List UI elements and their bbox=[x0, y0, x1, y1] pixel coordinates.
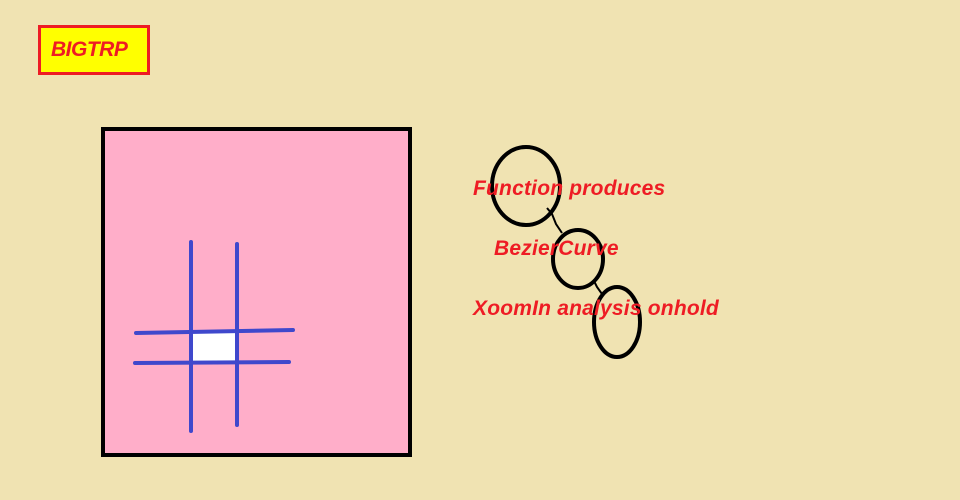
ellipse-node-2 bbox=[551, 228, 605, 290]
drawing-canvas bbox=[101, 127, 412, 457]
connector-2-3 bbox=[593, 280, 603, 295]
note-function-produces: Function produces bbox=[473, 177, 666, 200]
ellipse-node-3 bbox=[592, 285, 642, 359]
ellipse-node-1 bbox=[490, 145, 562, 227]
note-bezier-curve: BezierCurve bbox=[494, 237, 619, 260]
ellipse-connectors bbox=[546, 207, 603, 295]
ellipse-chain bbox=[490, 145, 642, 359]
hash-grid bbox=[133, 240, 295, 433]
grid-line-horizontal-bottom bbox=[133, 360, 291, 365]
grid-center-cell bbox=[193, 333, 237, 361]
connector-1-2 bbox=[546, 207, 563, 234]
grid-line-horizontal-top bbox=[134, 328, 295, 335]
note-zoom-analysis: XoomIn analysis onhold bbox=[473, 297, 719, 320]
logo-text: BIGTRP bbox=[51, 38, 128, 61]
logo-badge: BIGTRP bbox=[38, 25, 150, 75]
